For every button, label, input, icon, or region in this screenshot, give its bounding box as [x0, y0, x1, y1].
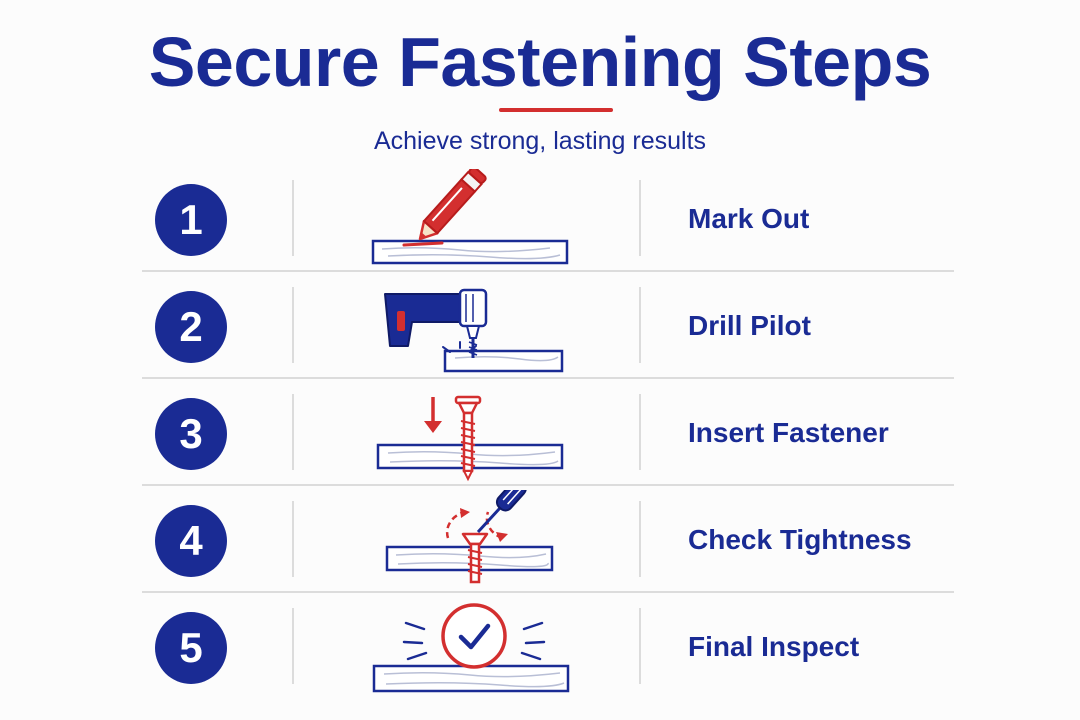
row-divider: [142, 591, 954, 593]
step-number-badge: 4: [155, 505, 227, 577]
row-divider: [142, 270, 954, 272]
page-title: Secure Fastening Steps: [148, 23, 932, 101]
step-number-badge: 2: [155, 291, 227, 363]
step-label: Insert Fastener: [688, 417, 889, 448]
row-divider: [142, 484, 954, 486]
drill-pilot-hole-icon: [384, 288, 564, 373]
column-divider: [639, 501, 641, 577]
title-underline: [499, 108, 613, 112]
column-divider: [292, 501, 294, 577]
checkmark-inspect-icon: [372, 603, 570, 693]
step-label: Drill Pilot: [688, 310, 811, 341]
screw-insert-icon: [376, 395, 564, 482]
step-label: Mark Out: [688, 203, 810, 234]
column-divider: [639, 287, 641, 363]
column-divider: [292, 287, 294, 363]
row-divider: [142, 377, 954, 379]
page-subtitle: Achieve strong, lasting results: [373, 127, 707, 155]
column-divider: [639, 608, 641, 684]
steps-list: 1 Mark Out 2: [0, 164, 1080, 704]
step-row-1: 1 Mark Out: [0, 164, 1080, 271]
column-divider: [639, 394, 641, 470]
step-number-badge: 3: [155, 398, 227, 470]
column-divider: [292, 180, 294, 256]
column-divider: [639, 180, 641, 256]
step-row-5: 5 Final Inspect: [0, 592, 1080, 699]
pencil-marking-board-icon: [371, 169, 569, 265]
step-number-badge: 1: [155, 184, 227, 256]
step-row-3: 3 Insert Fastener: [0, 378, 1080, 485]
screwdriver-tighten-icon: [385, 490, 554, 584]
column-divider: [292, 394, 294, 470]
step-row-2: 2 Drill Pilot: [0, 271, 1080, 378]
step-label: Check Tightness: [688, 524, 912, 555]
step-label: Final Inspect: [688, 631, 860, 662]
step-row-4: 4 Check Tightness: [0, 485, 1080, 592]
step-number-badge: 5: [155, 612, 227, 684]
column-divider: [292, 608, 294, 684]
